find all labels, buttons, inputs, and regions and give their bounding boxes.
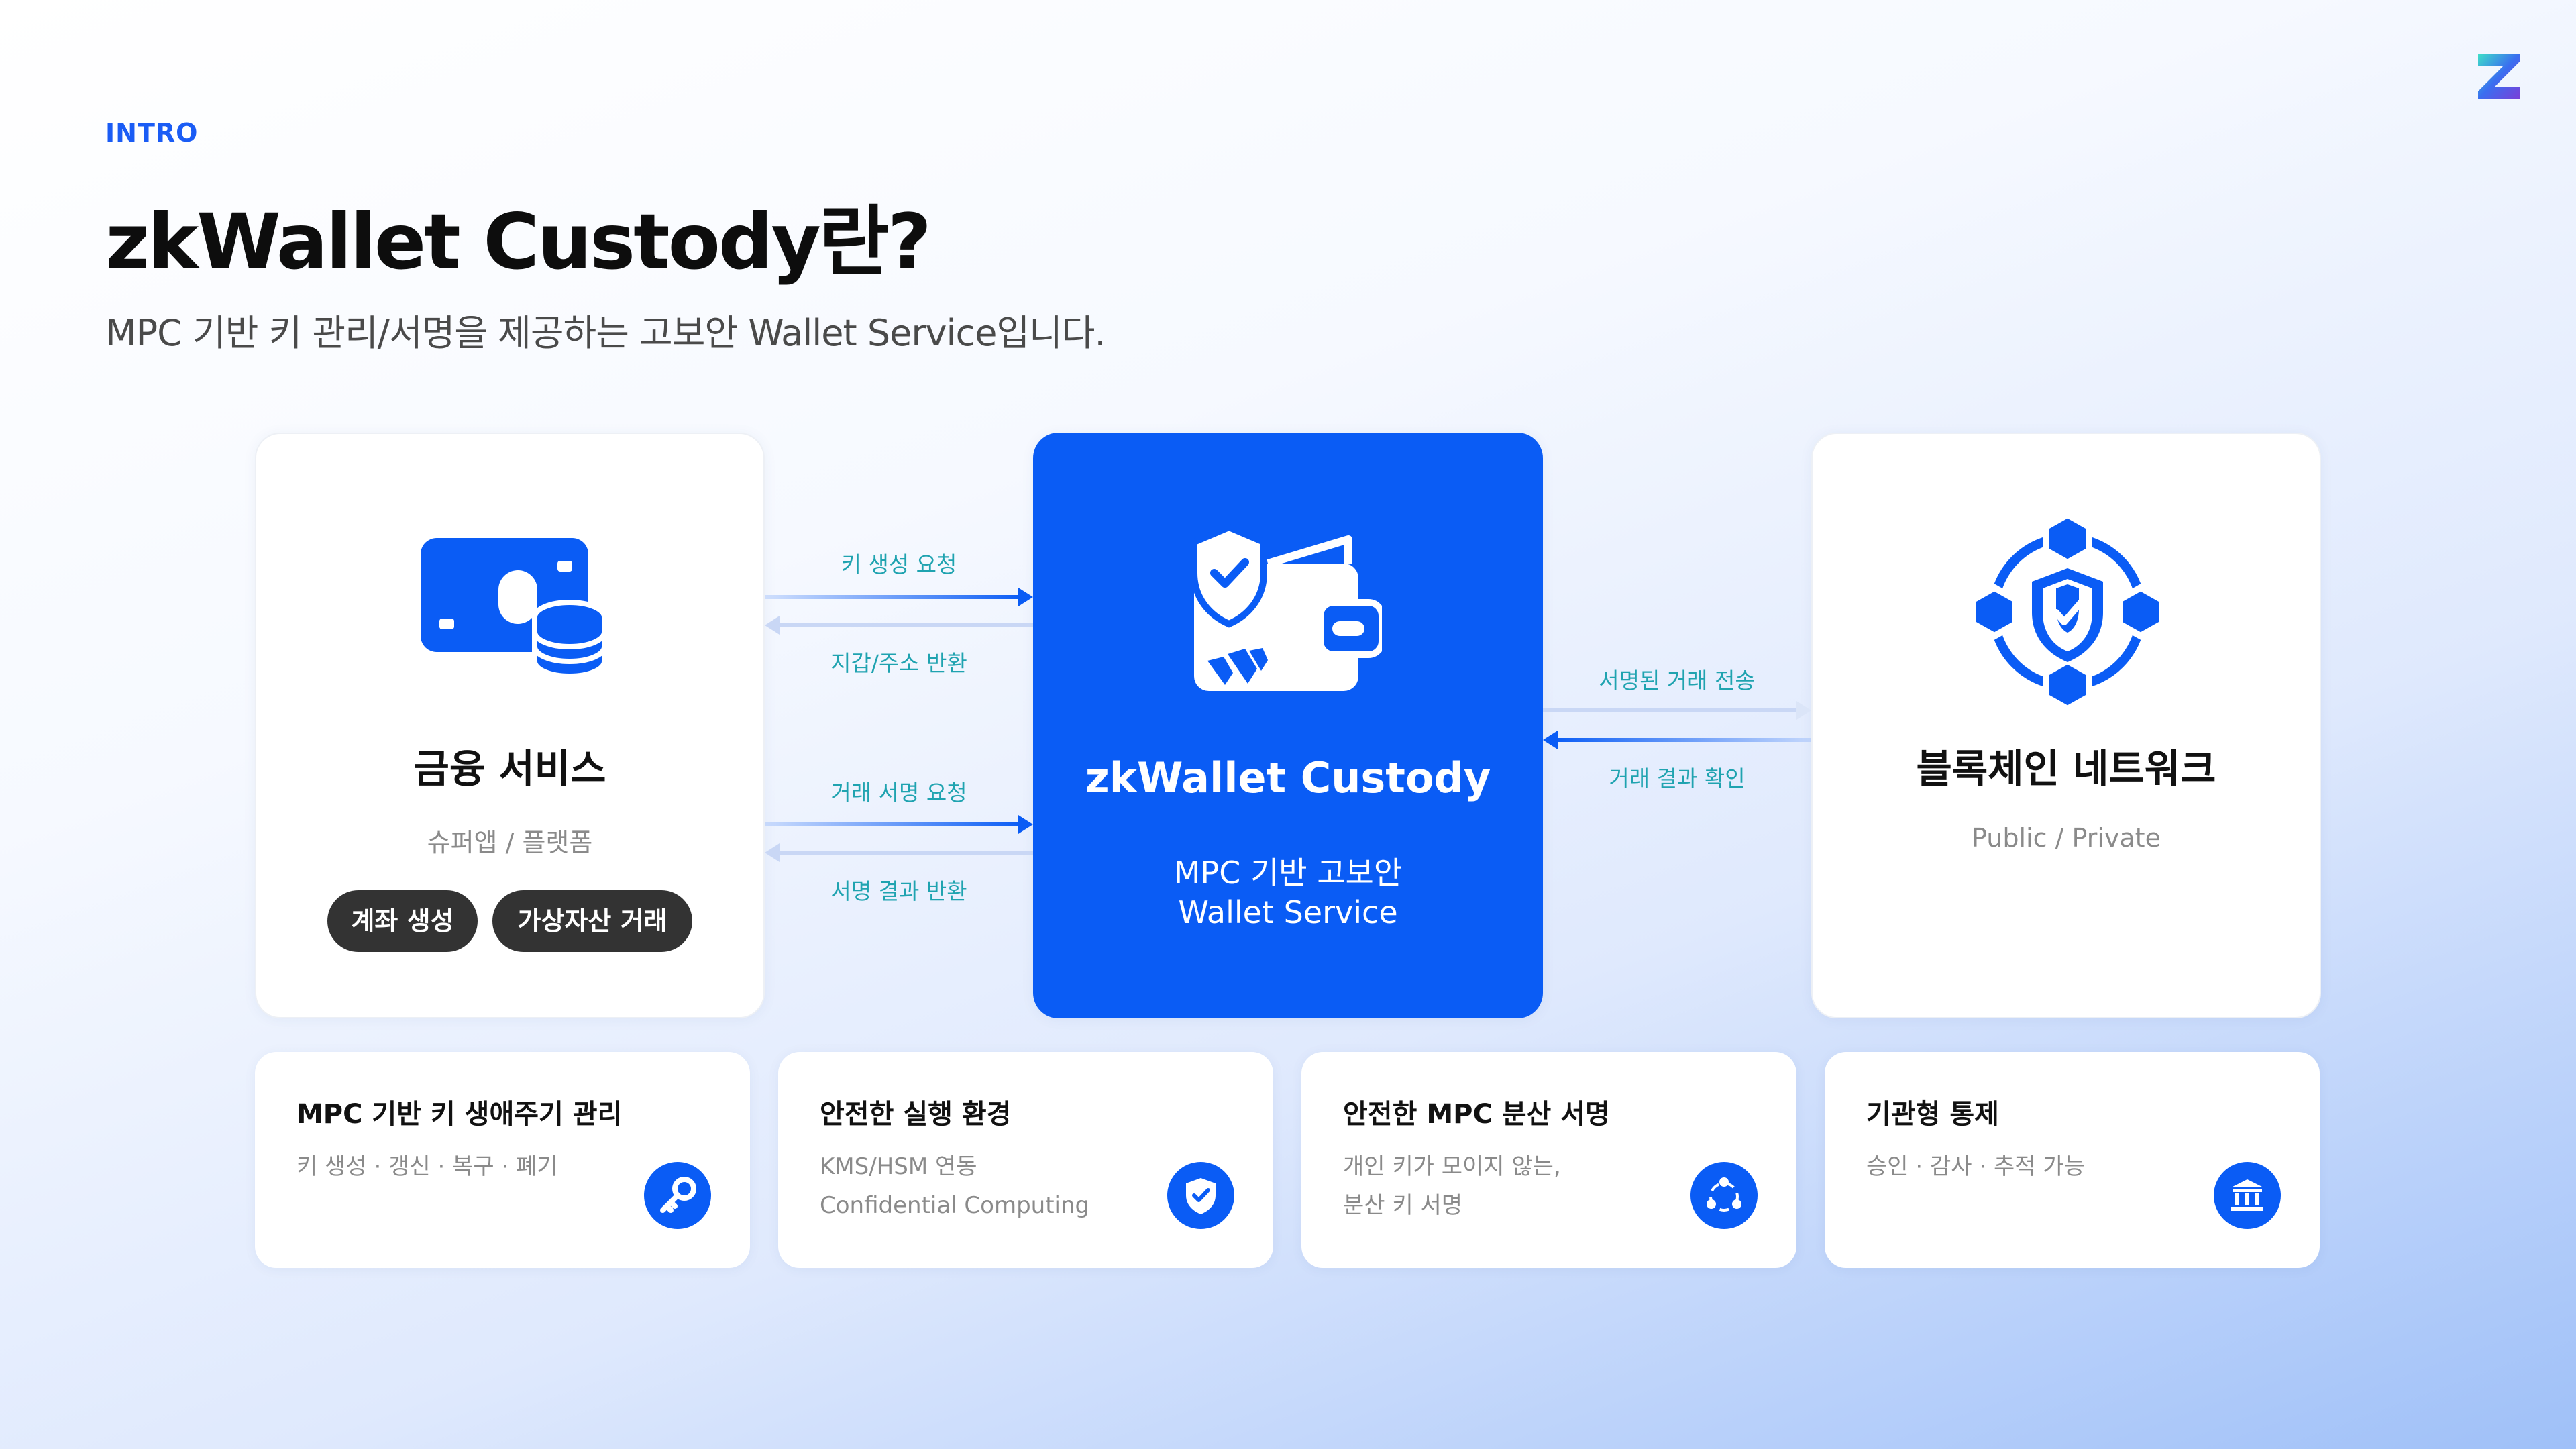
key-icon [644, 1162, 711, 1229]
blockchain-card-subtitle: Public / Private [1972, 823, 2161, 853]
feature-card-secure-env: 안전한 실행 환경 KMS/HSM 연동 Confidential Comput… [778, 1052, 1273, 1268]
feature-desc: 키 생성 · 갱신 · 복구 · 폐기 [297, 1153, 558, 1180]
network-icon [1690, 1162, 1758, 1229]
feature-desc-line: KMS/HSM 연동 [820, 1153, 977, 1180]
feature-title: 안전한 실행 환경 [820, 1099, 1012, 1130]
eyebrow-label: INTRO [105, 118, 199, 148]
feature-desc-line: Confidential Computing [820, 1192, 1090, 1219]
flow-label-key-request: 키 생성 요청 [841, 551, 957, 578]
core-card-title: zkWallet Custody [1085, 753, 1491, 802]
flow-label-tx-confirm: 거래 결과 확인 [1609, 765, 1746, 792]
shield-wallet-icon [1194, 523, 1382, 691]
flow-label-wallet-return: 지갑/주소 반환 [830, 650, 967, 676]
feature-desc: 개인 키가 모이지 않는, 분산 키 서명 [1343, 1147, 1561, 1225]
shield-icon [1167, 1162, 1234, 1229]
blockchain-shield-icon [1970, 515, 2165, 709]
blockchain-card-title: 블록체인 네트워크 [1916, 746, 2216, 792]
feature-title: 안전한 MPC 분산 서명 [1343, 1099, 1610, 1130]
feature-card-key-lifecycle: MPC 기반 키 생애주기 관리 키 생성 · 갱신 · 복구 · 폐기 [255, 1052, 750, 1268]
feature-title: MPC 기반 키 생애주기 관리 [297, 1099, 623, 1130]
flow-label-sign-return: 서명 결과 반환 [830, 878, 967, 904]
feature-title: 기관형 통제 [1866, 1099, 1999, 1130]
flow-arrow-sign-return [765, 843, 1033, 862]
financial-service-card: 금융 서비스 슈퍼앱 / 플랫폼 계좌 생성 가상자산 거래 [255, 433, 765, 1018]
feature-card-institutional-control: 기관형 통제 승인 · 감사 · 추적 가능 [1825, 1052, 2320, 1268]
tag-account-create: 계좌 생성 [327, 890, 478, 952]
feature-desc-line: 분산 키 서명 [1343, 1192, 1463, 1219]
flow-arrow-tx-send [1543, 701, 1811, 720]
feature-card-mpc-signing: 안전한 MPC 분산 서명 개인 키가 모이지 않는, 분산 키 서명 [1301, 1052, 1796, 1268]
flow-arrow-wallet-return [765, 616, 1033, 635]
money-coins-icon [421, 538, 602, 679]
tag-crypto-trade: 가상자산 거래 [492, 890, 692, 952]
page-title: zkWallet Custody란? [105, 197, 932, 286]
feature-desc: 승인 · 감사 · 추적 가능 [1866, 1153, 2085, 1180]
page-subtitle: MPC 기반 키 관리/서명을 제공하는 고보안 Wallet Service입… [105, 312, 1106, 354]
flow-arrow-key-request [765, 588, 1033, 606]
flow-label-tx-send: 서명된 거래 전송 [1599, 667, 1756, 694]
feature-desc: KMS/HSM 연동 Confidential Computing [820, 1147, 1089, 1225]
financial-card-subtitle: 슈퍼앱 / 플랫폼 [427, 828, 593, 857]
flow-arrow-sign-request [765, 815, 1033, 834]
financial-card-title: 금융 서비스 [413, 746, 606, 792]
bank-icon [2214, 1162, 2281, 1229]
flow-arrow-tx-confirm [1543, 731, 1811, 749]
brand-logo-icon [2478, 54, 2520, 99]
core-card-line2: Wallet Service [1178, 894, 1398, 930]
flow-label-sign-request: 거래 서명 요청 [830, 780, 967, 806]
zkwallet-custody-card: zkWallet Custody MPC 기반 고보안 Wallet Servi… [1033, 433, 1543, 1018]
blockchain-network-card: 블록체인 네트워크 Public / Private [1811, 433, 2321, 1018]
feature-desc-line: 개인 키가 모이지 않는, [1343, 1153, 1561, 1180]
core-card-line1: MPC 기반 고보안 [1173, 855, 1403, 891]
